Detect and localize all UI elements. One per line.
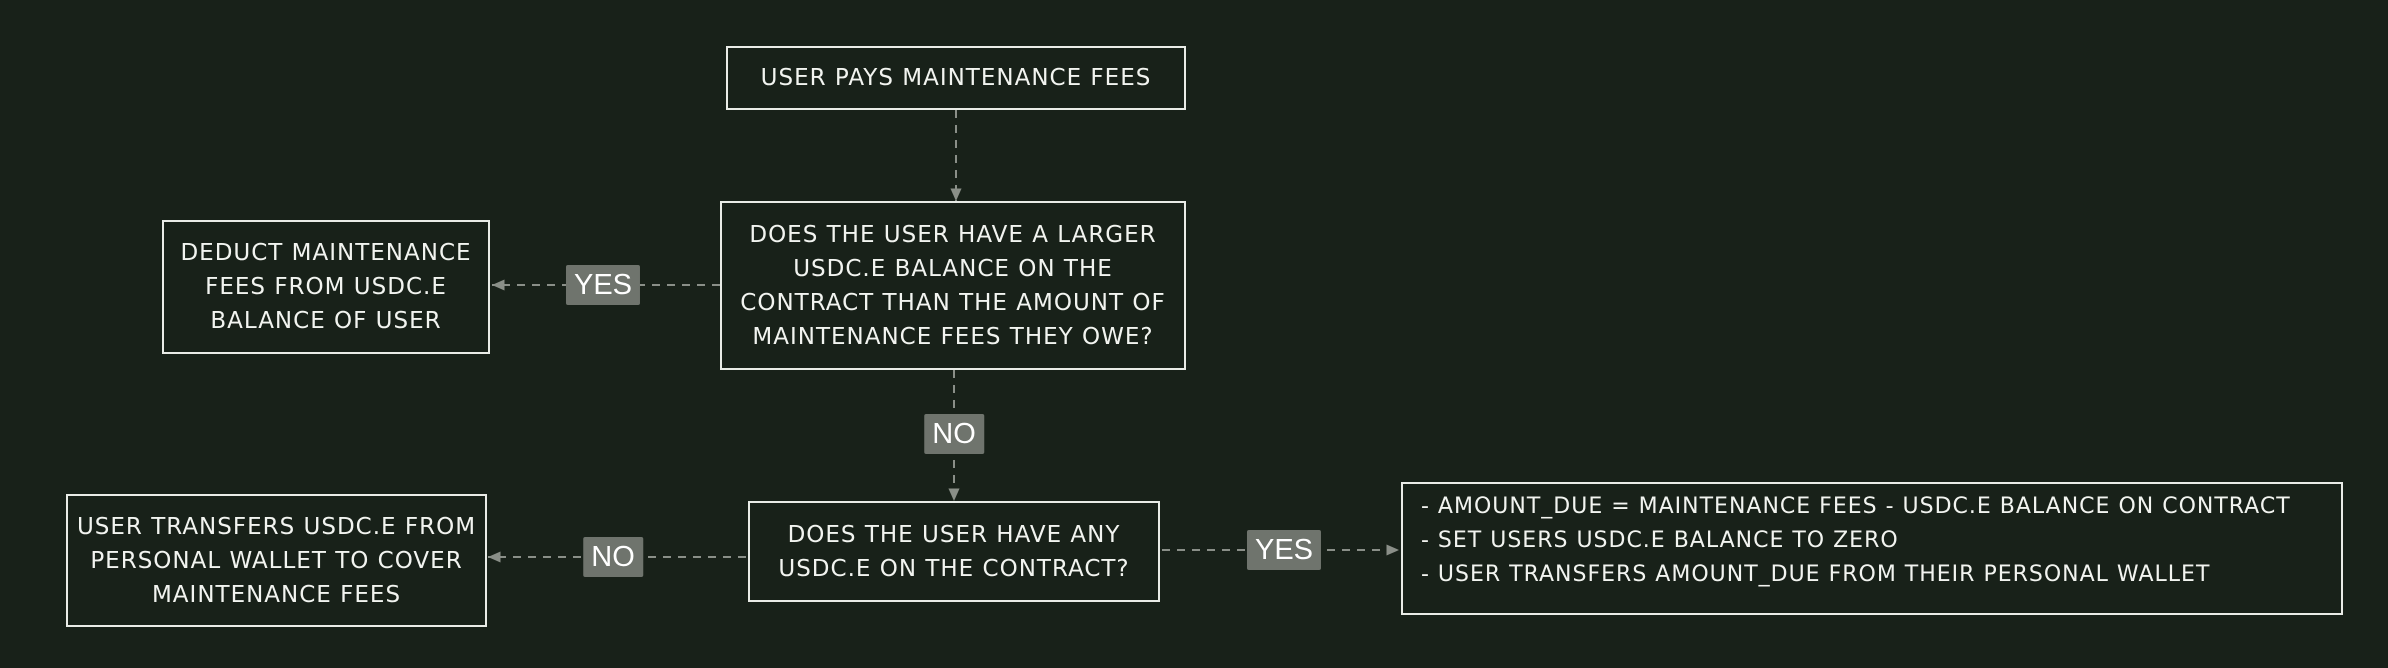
node-decision-any-usdce: DOES THE USER HAVE ANY USDC.E ON THE CON… <box>748 501 1160 602</box>
node-text-line: DOES THE USER HAVE A LARGER <box>749 221 1157 248</box>
edge-label-any-no: NO <box>583 537 643 577</box>
edge-label-balance-yes: YES <box>565 265 641 305</box>
node-text-line: USER PAYS MAINTENANCE FEES <box>760 65 1152 91</box>
node-decision-larger-balance: DOES THE USER HAVE A LARGER USDC.E BALAN… <box>720 201 1186 370</box>
node-text-line: CONTRACT THAN THE AMOUNT OF <box>740 289 1166 316</box>
node-text-line: USER TRANSFERS USDC.E FROM <box>76 513 477 540</box>
node-text-line: USDC.E BALANCE ON THE <box>793 255 1113 282</box>
node-text-line: DEDUCT MAINTENANCE <box>180 240 472 266</box>
node-user-transfers-from-wallet: USER TRANSFERS USDC.E FROM PERSONAL WALL… <box>66 494 487 627</box>
node-text-line: USDC.E ON THE CONTRACT? <box>778 555 1130 582</box>
node-text-line: MAINTENANCE FEES <box>151 581 402 608</box>
node-deduct-maintenance-fees: DEDUCT MAINTENANCE FEES FROM USDC.E BALA… <box>162 220 490 354</box>
node-user-pays-maintenance-fees: USER PAYS MAINTENANCE FEES <box>726 46 1186 110</box>
node-text-line: DOES THE USER HAVE ANY <box>787 521 1121 548</box>
node-text-line: - AMOUNT_DUE = MAINTENANCE FEES - USDC.E… <box>1421 494 2291 519</box>
node-text-line: FEES FROM USDC.E <box>205 274 447 300</box>
edge-label-balance-no: NO <box>924 414 984 454</box>
node-text-line: - USER TRANSFERS AMOUNT_DUE FROM THEIR P… <box>1421 562 2211 587</box>
node-partial-payment-steps: - AMOUNT_DUE = MAINTENANCE FEES - USDC.E… <box>1401 482 2343 615</box>
edge-label-any-yes: YES <box>1246 530 1322 570</box>
node-text-line: PERSONAL WALLET TO COVER <box>90 547 463 574</box>
node-text-line: BALANCE OF USER <box>210 308 442 334</box>
node-text-line: MAINTENANCE FEES THEY OWE? <box>752 323 1154 350</box>
node-text-line: - SET USERS USDC.E BALANCE TO ZERO <box>1421 528 1899 553</box>
